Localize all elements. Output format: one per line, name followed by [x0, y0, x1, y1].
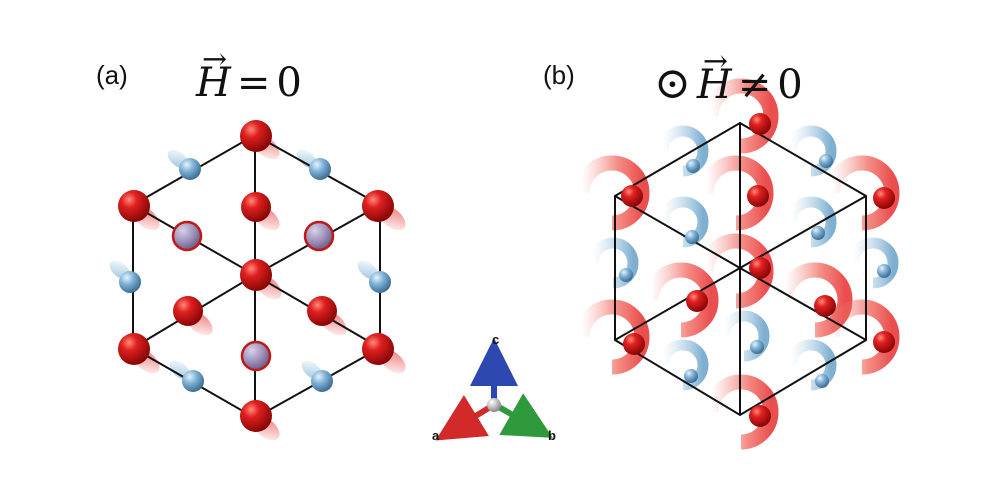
axis-b-arrow	[495, 393, 553, 438]
panel-b-field-symbol: H	[696, 62, 732, 108]
panel-b-field-value: 0	[777, 62, 803, 108]
axis-origin	[487, 398, 501, 412]
axes-triad	[435, 338, 553, 441]
panel-a-lattice	[109, 120, 406, 441]
panel-b-equation: ⊙→H≠0	[654, 44, 803, 109]
panel-a-equals-sign: =	[236, 60, 271, 106]
axis-c-label: c	[492, 332, 500, 347]
panel-a-blue-atoms	[119, 158, 391, 392]
panel-b-blue-atoms	[619, 154, 891, 388]
panel-a-field-value: 0	[276, 60, 302, 106]
panel-b-label: (b)	[543, 60, 575, 90]
axis-b-label: b	[548, 428, 556, 443]
panel-a-label: (a)	[96, 60, 128, 90]
axis-a-label: a	[432, 428, 440, 443]
panel-b-red-rotation-rings	[574, 78, 900, 450]
panel-a-vector-arrow: →	[202, 42, 228, 77]
panel-a-red-atoms	[118, 120, 394, 432]
panel-b-lattice	[574, 78, 900, 450]
panel-b-lattice-edges	[614, 121, 867, 417]
field-out-of-plane-icon: ⊙	[654, 58, 691, 109]
panel-a-mixed-atoms	[171, 220, 335, 372]
panel-b-vector-arrow: →	[702, 44, 729, 79]
panel-b-red-atoms	[621, 113, 895, 427]
panel-b-not-equal-sign: ≠	[737, 62, 772, 108]
panel-a-equation: →H=0	[196, 42, 302, 106]
axis-a-arrow	[435, 395, 494, 441]
panel-a-field-vector: →H	[196, 42, 231, 106]
panel-a-field-symbol: H	[196, 60, 231, 106]
panel-b-field-vector: →H	[696, 44, 732, 108]
